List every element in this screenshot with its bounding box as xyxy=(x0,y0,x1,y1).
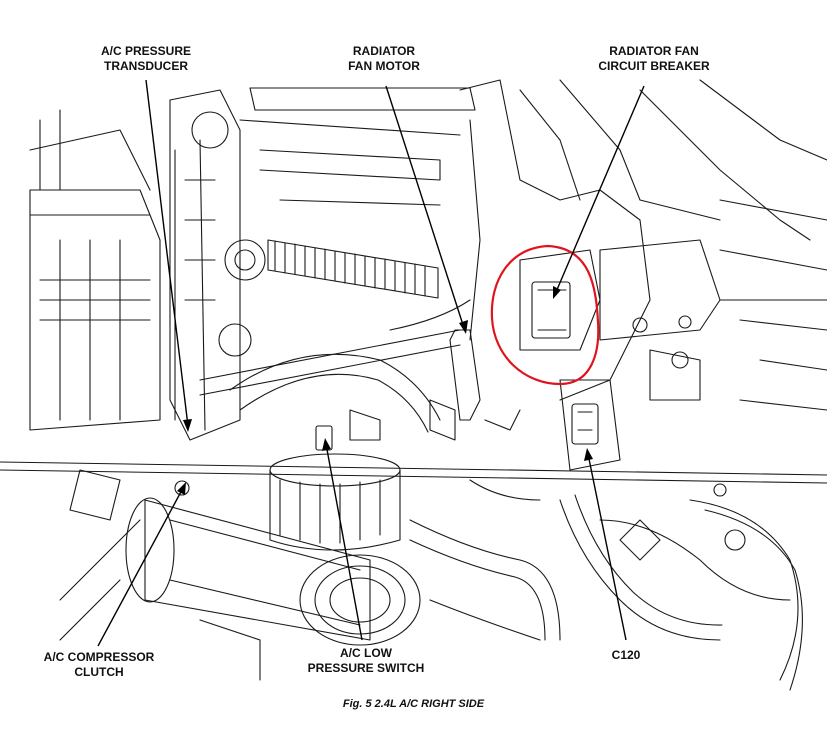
label-line: RADIATOR FAN xyxy=(609,44,699,58)
ac-compressor-drawing xyxy=(125,497,421,646)
label-line: CIRCUIT BREAKER xyxy=(598,59,710,73)
figure-caption: Fig. 5 2.4L A/C RIGHT SIDE xyxy=(342,698,485,710)
arrowhead-ac-compressor-clutch xyxy=(177,482,186,495)
arrowhead-c120 xyxy=(584,448,593,461)
leader-radiator-fan-motor xyxy=(385,85,465,329)
label-line: A/C COMPRESSOR xyxy=(43,650,155,664)
upper-hose xyxy=(229,353,441,421)
label-ac-low-pressure-switch: A/C LOW PRESSURE SWITCH xyxy=(296,646,436,676)
label-ac-pressure-transducer: A/C PRESSURE TRANSDUCER xyxy=(66,44,226,74)
arrowhead-ac-low-pressure-switch xyxy=(322,438,331,451)
leader-radiator-fan-circuit-breaker xyxy=(555,85,645,293)
label-radiator-fan-circuit-breaker: RADIATOR FAN CIRCUIT BREAKER xyxy=(574,44,734,74)
leader-c120 xyxy=(587,453,627,641)
label-line: A/C LOW xyxy=(340,646,392,660)
arrowhead-radiator-fan-circuit-breaker xyxy=(553,286,561,299)
label-line: PRESSURE SWITCH xyxy=(307,661,425,675)
leader-ac-compressor-clutch xyxy=(97,487,184,647)
label-line: TRANSDUCER xyxy=(104,59,188,73)
label-line: C120 xyxy=(611,648,641,662)
label-ac-compressor-clutch: A/C COMPRESSOR CLUTCH xyxy=(24,650,174,680)
label-line: A/C PRESSURE xyxy=(100,44,192,58)
label-radiator-fan-motor: RADIATOR FAN MOTOR xyxy=(324,44,444,74)
circuit-breaker-body xyxy=(531,281,571,339)
arrowhead-ac-pressure-transducer xyxy=(183,419,192,432)
label-line: RADIATOR xyxy=(352,44,416,58)
label-line: CLUTCH xyxy=(74,665,124,679)
hood-prop-rod xyxy=(0,461,827,476)
radiator-fins xyxy=(267,239,439,299)
circuit-breaker-highlight xyxy=(490,244,600,386)
leader-ac-low-pressure-switch xyxy=(325,443,363,641)
leader-ac-pressure-transducer xyxy=(145,79,189,427)
left-housing-outline xyxy=(29,189,161,431)
arrowhead-radiator-fan-motor xyxy=(459,320,468,334)
wiring-harness xyxy=(559,499,721,641)
label-line: FAN MOTOR xyxy=(348,59,420,73)
label-c120: C120 xyxy=(596,648,656,663)
